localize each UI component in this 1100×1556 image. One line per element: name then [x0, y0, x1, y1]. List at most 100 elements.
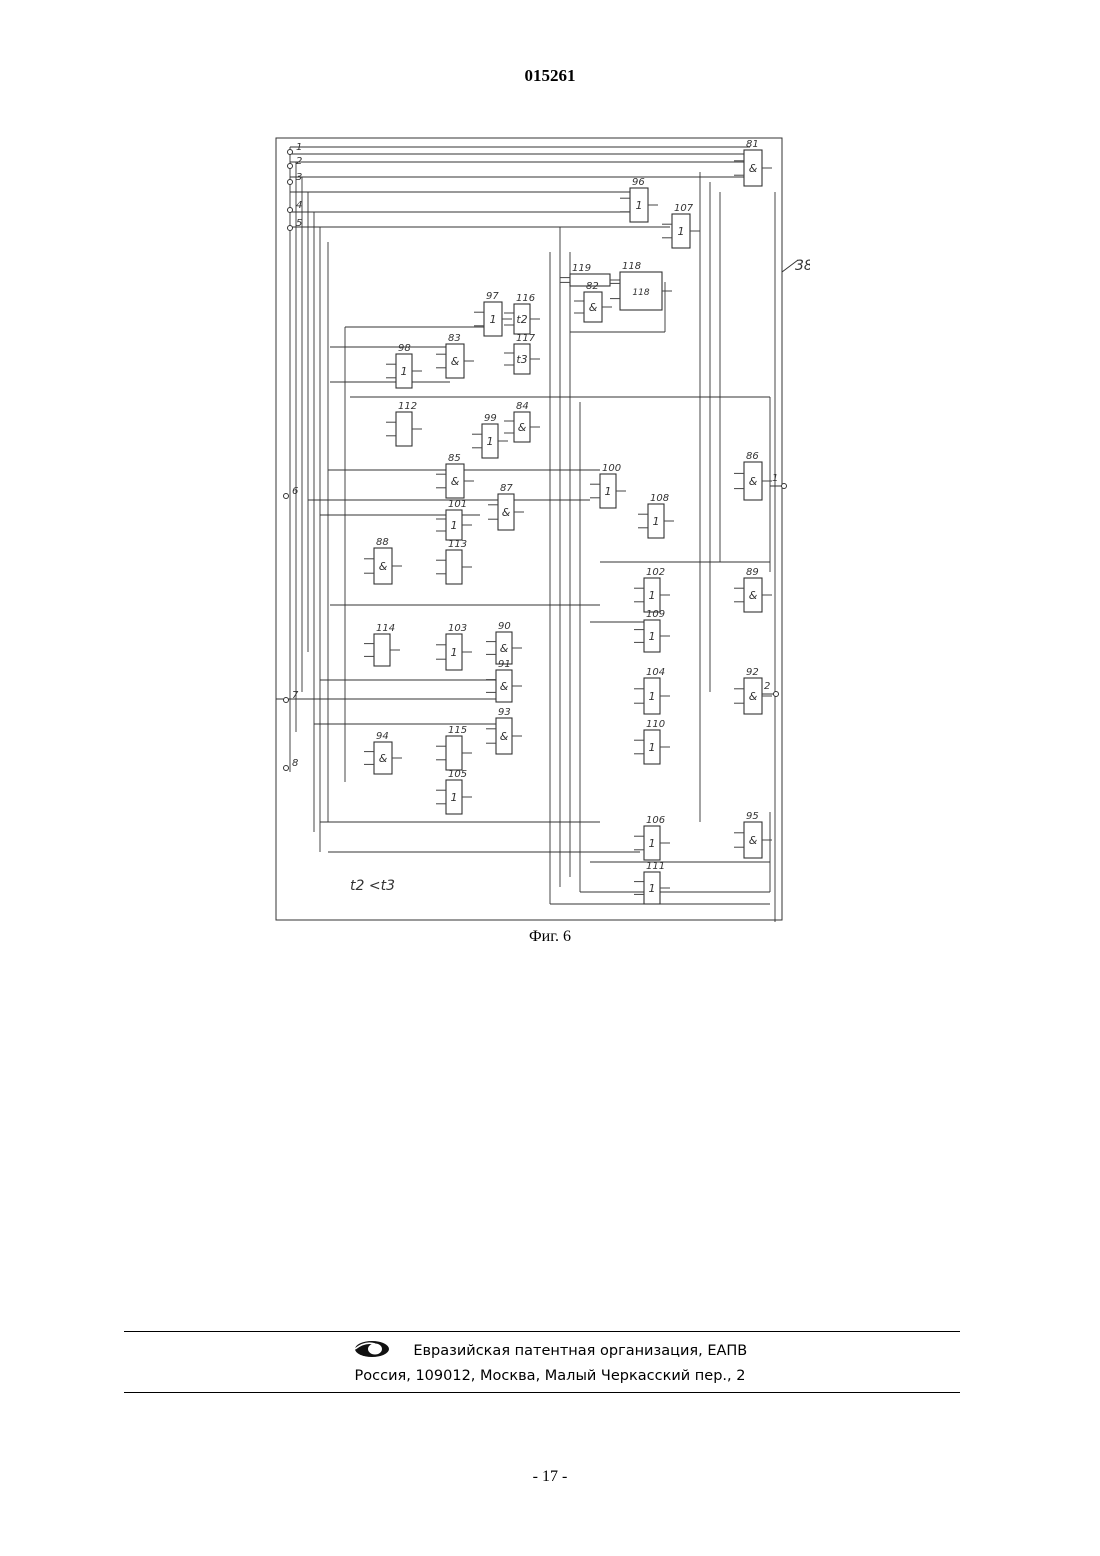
logic-block-87: &87 [488, 483, 524, 530]
logic-block-112: 112 [386, 401, 422, 446]
footer-address: Россия, 109012, Москва, Малый Черкасский… [0, 1368, 1100, 1384]
input-terminal-3-label: 3 [296, 172, 302, 183]
logic-block-99: 1 99 [472, 413, 508, 458]
logic-block-117-label: 117 [516, 333, 536, 344]
logic-block-111: 1111 [634, 861, 670, 904]
logic-block-105-label: 105 [448, 769, 467, 780]
logic-block-92-symbol: & [749, 690, 758, 703]
logic-block-106-symbol: 1 [649, 837, 656, 850]
logic-block-85-symbol: & [451, 475, 460, 488]
logic-block-109-label: 109 [646, 609, 665, 620]
logic-block-90: & 90 [486, 621, 522, 664]
logic-block-115-label: 115 [448, 725, 467, 736]
logic-block-96: 1 96 [620, 177, 658, 222]
logic-block-115: 115 [436, 725, 472, 770]
logic-block-91-symbol: & [500, 680, 509, 693]
logic-block-90-label: 90 [498, 621, 511, 632]
footer-org-name: Евразийская патентная организация, ЕАПВ [413, 1343, 747, 1359]
document-number: 015261 [0, 66, 1100, 86]
logic-block-81: &81 [734, 139, 772, 186]
input-terminal-6-label: 6 [292, 486, 298, 497]
logic-block-83-label: 83 [448, 333, 461, 344]
logic-block-102-label: 102 [646, 567, 665, 578]
logic-block-84-symbol: & [518, 421, 527, 434]
logic-block-110-label: 110 [646, 719, 665, 730]
logic-block-93: &93 [486, 707, 522, 754]
footer-organization: Евразийская патентная организация, ЕАПВ [0, 1339, 1100, 1363]
logic-block-95: & 95 [734, 811, 772, 858]
logic-block-116: t2 116 [504, 293, 540, 334]
logic-block-104: 1 104 [634, 667, 670, 714]
input-terminal-7-label: 7 [292, 690, 299, 701]
logic-block-89-label: 89 [746, 567, 759, 578]
logic-block-85-label: 85 [448, 453, 461, 464]
input-terminal-6: 6 [284, 486, 299, 499]
logic-block-87-label: 87 [500, 483, 513, 494]
logic-block-111-symbol: 1 [649, 882, 656, 895]
logic-block-97-label: 97 [486, 291, 499, 302]
logic-block-113-label: 113 [448, 539, 467, 550]
logic-block-90-symbol: & [500, 642, 509, 655]
logic-block-95-label: 95 [746, 811, 759, 822]
output-terminal-2: 2 [762, 681, 779, 697]
logic-block-83: & 83 [436, 333, 474, 378]
logic-block-102: 1102 [634, 567, 670, 612]
logic-block-82: & 82 [574, 281, 612, 322]
logic-block-110: 1110 [634, 719, 670, 764]
logic-block-119-label: 119 [572, 263, 591, 274]
logic-blocks: &811961107119118118&82197t2116t3117&8319… [364, 139, 772, 904]
logic-block-118-label: 118 [622, 261, 641, 272]
logic-block-96-label: 96 [632, 177, 645, 188]
logic-block-104-label: 104 [646, 667, 665, 678]
logic-block-81-label: 81 [746, 139, 759, 150]
logic-block-88: &88 [364, 537, 402, 584]
logic-block-106: 1 106 [634, 815, 670, 860]
block-ref-label: 38 [795, 258, 810, 274]
logic-block-96-symbol: 1 [636, 199, 643, 212]
logic-block-82-symbol: & [589, 301, 598, 314]
logic-block-114: 114 [364, 623, 400, 666]
logic-block-103: 1103 [436, 623, 472, 670]
logic-block-107-label: 107 [674, 203, 694, 214]
logic-block-109-symbol: 1 [649, 630, 656, 643]
input-terminal-5-label: 5 [296, 218, 302, 229]
logic-block-94-label: 94 [376, 731, 389, 742]
circuit-diagram-figure: 12345678 &811961107119118118&82197t2116t… [270, 132, 810, 932]
logic-block-98-symbol: 1 [401, 365, 408, 378]
logic-block-118-symbol: 118 [632, 288, 649, 298]
outer-frame [276, 138, 782, 920]
logic-block-118: 118 118 [610, 261, 672, 310]
logic-block-86-label: 86 [746, 451, 759, 462]
footer-rule-top [124, 1331, 960, 1332]
logic-block-117: t3 117 [504, 333, 540, 374]
logic-block-108-label: 108 [650, 493, 669, 504]
logic-block-116-symbol: t2 [516, 313, 527, 326]
logic-block-95-symbol: & [749, 834, 758, 847]
output-terminal-1: 1 [770, 473, 787, 489]
input-terminals: 12345678 [284, 142, 303, 771]
logic-block-108-symbol: 1 [653, 515, 660, 528]
logic-block-101-label: 101 [448, 499, 467, 510]
output-terminal-1-label: 1 [772, 473, 778, 484]
logic-block-83-symbol: & [451, 355, 460, 368]
logic-block-94: & 94 [364, 731, 402, 774]
input-terminal-1-label: 1 [296, 142, 302, 153]
logic-block-113: 113 [436, 539, 472, 584]
logic-block-105: 1105 [436, 769, 472, 814]
logic-block-106-label: 106 [646, 815, 665, 826]
logic-block-116-label: 116 [516, 293, 535, 304]
logic-block-104-symbol: 1 [649, 690, 656, 703]
logic-block-117-symbol: t3 [516, 353, 527, 366]
logic-block-82-label: 82 [586, 281, 599, 292]
logic-block-84-label: 84 [516, 401, 529, 412]
logic-block-94-symbol: & [379, 752, 388, 765]
logic-block-99-label: 99 [484, 413, 497, 424]
logic-block-99-symbol: 1 [487, 435, 494, 448]
logic-block-107-symbol: 1 [678, 225, 685, 238]
logic-block-101-symbol: 1 [451, 519, 458, 532]
logic-block-98: 198 [386, 343, 422, 388]
logic-block-112-label: 112 [398, 401, 417, 412]
input-terminal-8-label: 8 [292, 758, 298, 769]
logic-block-93-symbol: & [500, 730, 509, 743]
logic-block-103-label: 103 [448, 623, 467, 634]
